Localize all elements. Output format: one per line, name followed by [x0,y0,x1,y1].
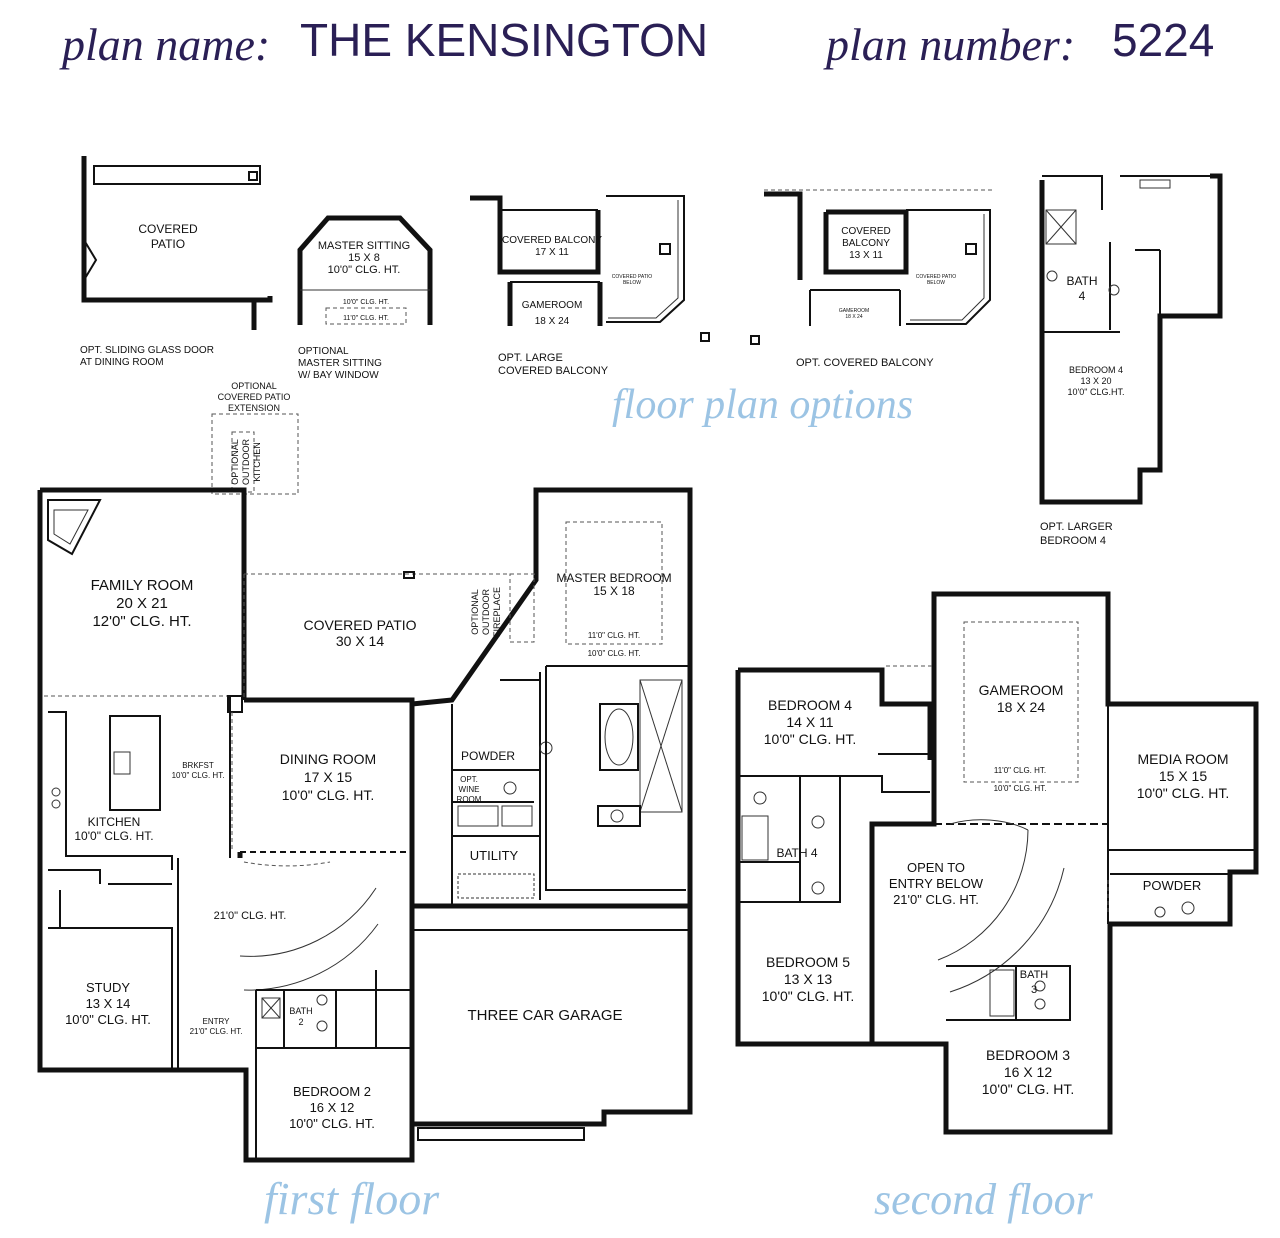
plan-number: 5224 [1112,14,1214,66]
clg-height: 10'0" CLG. HT. [994,784,1047,793]
plan-name: THE KENSINGTON [300,14,708,66]
clg-height: 10'0" CLG. HT. [343,299,389,306]
garage-label: THREE CAR GARAGE [467,1007,622,1024]
foyer-clg-height: 21'0" CLG. HT. [214,910,287,922]
bath-4-label: BATH 4 [776,846,817,860]
clg-height: 10'0" CLG. HT. [588,649,641,658]
clg-height: 11'0" CLG. HT. [994,766,1046,775]
header: plan name: THE KENSINGTON plan number: 5… [59,14,1214,70]
opt-kitchen-label: OPTIONALOUTDOORKITCHEN [230,439,262,485]
option-caption: OPT. COVERED BALCONY [796,357,934,369]
powder-label: POWDER [1143,878,1202,893]
second-floor-title: second floor [874,1175,1094,1224]
powder-label: POWDER [461,749,515,763]
options-title: floor plan options [612,382,913,428]
clg-height: 11'0" CLG. HT. [343,315,389,322]
plan-name-label: plan name: [59,19,270,70]
clg-height: 11'0" CLG. HT. [588,631,640,640]
plan-number-label: plan number: [823,19,1075,70]
opt-fireplace-label: OPTIONALOUTDOORFIREPLACE [470,587,502,637]
first-floor-title: first floor [264,1173,440,1224]
utility-label: UTILITY [470,848,519,863]
